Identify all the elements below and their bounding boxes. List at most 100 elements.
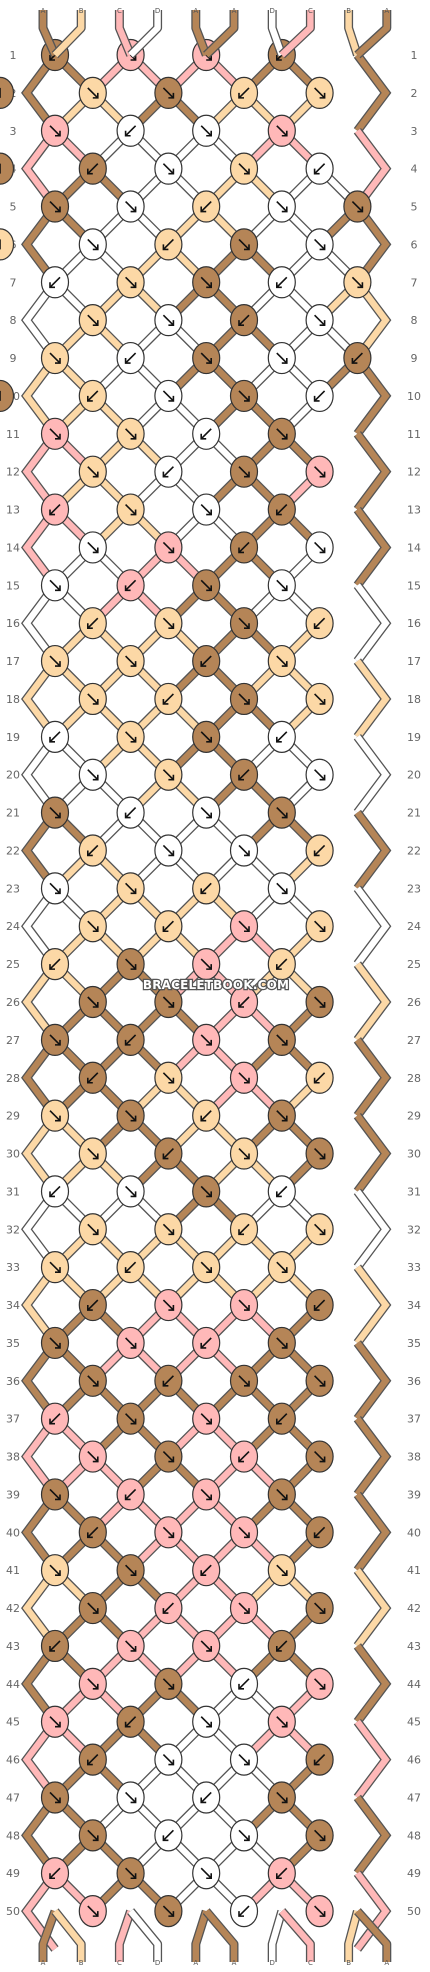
knot-arrow-head [281, 1494, 288, 1501]
strand-label: A [193, 1959, 198, 1967]
knot-arrow-head [55, 1039, 61, 1046]
knot-arrow-icon [125, 276, 137, 288]
knot-arrow-icon [87, 769, 99, 781]
knot [154, 834, 183, 867]
knot-arrow-icon [49, 1110, 61, 1122]
knot [78, 1743, 107, 1776]
knot [229, 304, 259, 337]
knot [78, 1288, 107, 1322]
row-number: 31 [407, 1185, 421, 1198]
knot-arrow-head [87, 1305, 93, 1311]
knot [116, 1857, 145, 1890]
knot-arrow-head [162, 1153, 169, 1160]
knot-arrow-icon [238, 238, 250, 250]
top-strand [192, 10, 210, 57]
knot-arrow-head [92, 92, 99, 99]
knot [192, 1099, 221, 1132]
knot [305, 910, 334, 943]
knot-arrow-icon [314, 1450, 326, 1463]
knot [229, 228, 259, 261]
knot [154, 379, 183, 413]
knot-arrow-head [55, 661, 61, 667]
knot-arrow-icon [276, 1337, 288, 1349]
edge-thread [22, 810, 58, 891]
top-strand [39, 10, 58, 57]
knot-arrow-icon [200, 1716, 212, 1728]
knot-arrow-icon [49, 1488, 61, 1501]
knot [40, 190, 70, 223]
row-number: 35 [6, 1337, 20, 1350]
knot-arrow-head [130, 661, 137, 667]
knot-arrow-head [168, 1683, 175, 1690]
knot-arrow-head [130, 206, 137, 213]
knot-arrow-icon [276, 1716, 288, 1728]
knot-arrow-head [55, 812, 61, 819]
edge-thread [22, 128, 58, 209]
knot-arrow-icon [125, 503, 137, 516]
row-number: 49 [6, 1867, 20, 1880]
row-number: 31 [6, 1185, 20, 1198]
knot [305, 1137, 334, 1170]
row-number: 50 [407, 1905, 421, 1918]
knot-arrow-head [281, 206, 288, 213]
edge-thread-outline [353, 582, 392, 664]
knot-arrow-head [238, 1911, 244, 1917]
knot-arrow-head [130, 1115, 137, 1122]
knot-arrow-head [276, 1873, 282, 1880]
row-number: 37 [407, 1413, 421, 1426]
knot [116, 569, 145, 602]
knot-arrow-head [206, 1418, 212, 1425]
knot-arrow-icon [87, 314, 99, 326]
row-number: 47 [407, 1791, 421, 1804]
knot-arrow-icon [49, 1791, 61, 1804]
strand-label: C [117, 1959, 122, 1967]
row-number: 23 [407, 882, 421, 895]
knot [192, 1629, 221, 1663]
knot [40, 1629, 70, 1663]
knot-arrow-icon [276, 807, 288, 819]
knot [192, 872, 221, 905]
knot-arrow-icon [276, 882, 288, 894]
row-number: 10 [407, 390, 421, 403]
knot [192, 341, 221, 375]
knot-arrow-head [49, 964, 55, 970]
row-number: 28 [6, 1072, 20, 1085]
knot [40, 493, 70, 526]
knot [267, 644, 296, 678]
knot [229, 985, 259, 1019]
edge-thread [354, 1871, 390, 1951]
knot-arrow-icon [49, 125, 61, 137]
knot-arrow-head [130, 1342, 137, 1349]
row-number: 16 [407, 617, 421, 630]
edge-thread [354, 507, 390, 588]
row-number: 37 [6, 1413, 20, 1426]
knot-arrow-head [162, 1380, 169, 1387]
knot-arrow-icon [162, 87, 174, 99]
knot-arrow-icon [351, 352, 363, 364]
knot [192, 1175, 221, 1208]
edge-thread-outline [353, 809, 392, 892]
knot-arrow-head [244, 926, 250, 933]
row-number: 26 [6, 996, 20, 1009]
knot-arrow-icon [276, 352, 288, 364]
knot [78, 304, 107, 337]
edge-thread-outline [353, 961, 392, 1043]
knot-arrow-head [319, 774, 326, 781]
knot [267, 948, 296, 981]
edge-thread [22, 1341, 58, 1421]
row-number: 20 [6, 769, 20, 782]
knot [116, 796, 145, 829]
knot-arrow-icon [200, 1640, 212, 1652]
knot-arrow-icon [162, 541, 174, 554]
knot-arrow-head [281, 1342, 288, 1349]
knot-arrow-head [92, 1153, 99, 1160]
row-number: 34 [407, 1299, 421, 1312]
knot-arrow-head [281, 1039, 288, 1046]
knot-arrow-head [200, 1797, 207, 1804]
strand-label: A [41, 7, 46, 15]
knot-arrow-head [319, 1608, 326, 1614]
knot [116, 1781, 145, 1814]
edge-thread [354, 1265, 390, 1345]
knot [192, 1326, 221, 1360]
edge-thread-outline [353, 734, 392, 816]
